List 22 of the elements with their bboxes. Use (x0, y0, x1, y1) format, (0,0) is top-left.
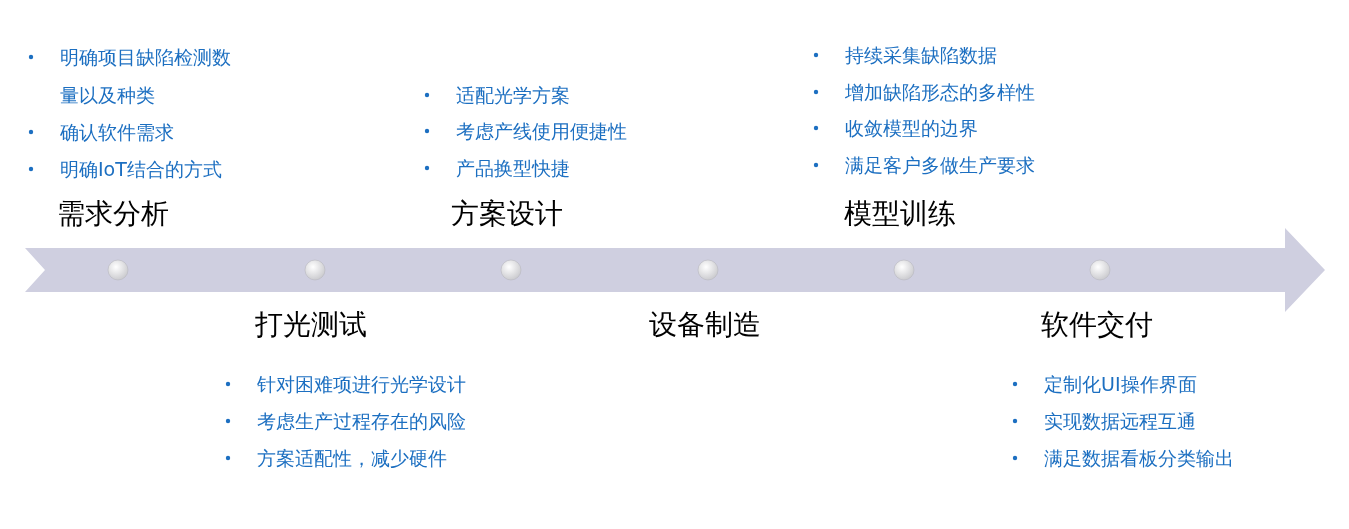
bullet-item: 明确IoT结合的方式 (60, 157, 222, 181)
bullet-item: 考虑生产过程存在的风险 (257, 409, 466, 433)
stage-title: 需求分析 (57, 197, 169, 231)
bullet-item: 考虑产线使用便捷性 (456, 119, 627, 143)
stage-title: 打光测试 (255, 308, 367, 342)
bullet-item: 针对困难项进行光学设计 (257, 372, 466, 396)
stage-title: 方案设计 (451, 197, 563, 231)
stage-title: 设备制造 (649, 308, 761, 342)
bullet-item: 满足数据看板分类输出 (1044, 446, 1234, 470)
stage-title: 模型训练 (844, 197, 956, 231)
stage-title: 软件交付 (1041, 308, 1153, 342)
bullet-item: 实现数据远程互通 (1044, 409, 1196, 433)
bullet-item: 定制化UI操作界面 (1044, 372, 1197, 396)
bullet-item: 方案适配性，减少硬件 (257, 446, 447, 470)
bullet-item: 满足客户多做生产要求 (845, 153, 1035, 177)
bullet-item: 产品换型快捷 (456, 156, 570, 180)
bullet-item: 明确项目缺陷检测数量以及种类 (60, 45, 232, 108)
bullet-item: 收敛模型的边界 (845, 116, 978, 140)
bullet-item: 持续采集缺陷数据 (845, 43, 997, 67)
bullet-item: 确认软件需求 (60, 120, 174, 144)
bullet-item: 增加缺陷形态的多样性 (845, 80, 1035, 104)
bullet-item: 适配光学方案 (456, 83, 570, 107)
